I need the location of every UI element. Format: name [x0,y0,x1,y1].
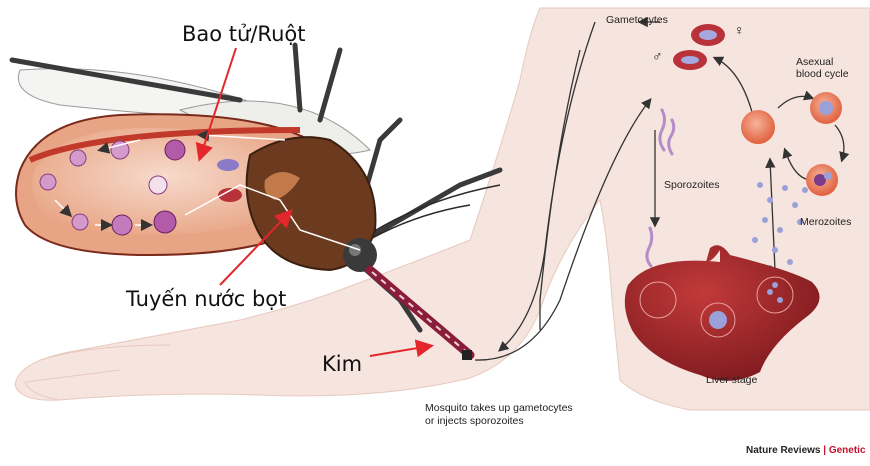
merozoites-label: Merozoites [800,216,851,228]
male-symbol: ♂ [652,48,663,64]
liver-stage-label: Liver stage [706,374,757,386]
credit-separator: | [820,445,828,456]
sporozoites-label: Sporozoites [664,179,719,191]
mosquito-caption-line-1: Mosquito takes up gametocytes [425,402,573,414]
female-symbol: ♀ [734,22,745,38]
credit-section: Genetic [829,445,866,456]
needle-annotation: Kim [322,352,362,376]
credit-journal: Nature Reviews [746,445,820,456]
asexual-cycle-label: Asexual blood cycle [796,56,849,80]
midgut-annotation: Bao tử/Ruột [182,22,305,46]
journal-credit: Nature Reviews | Genetic [746,445,866,456]
mosquito-caption-line-2: or injects sporozoites [425,415,524,427]
gametocytes-label: Gametocytes [606,14,668,26]
salivary-gland-annotation: Tuyến nước bọt [126,287,286,311]
